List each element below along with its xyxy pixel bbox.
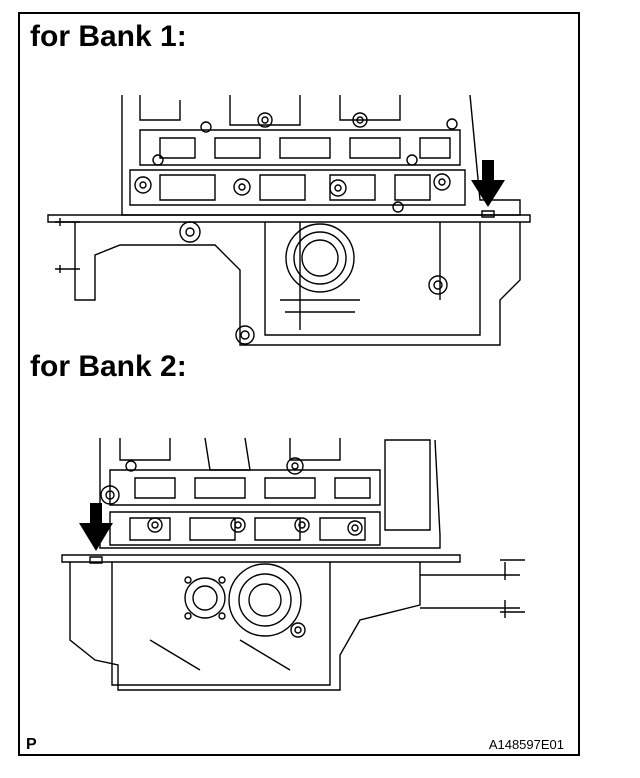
figure-id: A148597E01 (488, 737, 564, 752)
bank1-location-arrow (471, 160, 505, 207)
bank2-title: for Bank 2: (30, 350, 187, 383)
bank1-oil-pan (48, 211, 530, 345)
bank1-bolts (135, 113, 457, 212)
corner-letter: P (26, 736, 37, 753)
bank2-cylinder-block (100, 438, 440, 548)
bank1-cylinder-block (122, 95, 520, 215)
bank2-location-arrow (79, 503, 113, 551)
bank2-bolts (101, 458, 362, 535)
bank1-title: for Bank 1: (30, 20, 187, 53)
figure-frame (18, 12, 580, 756)
bank2-oil-pan (62, 555, 525, 690)
